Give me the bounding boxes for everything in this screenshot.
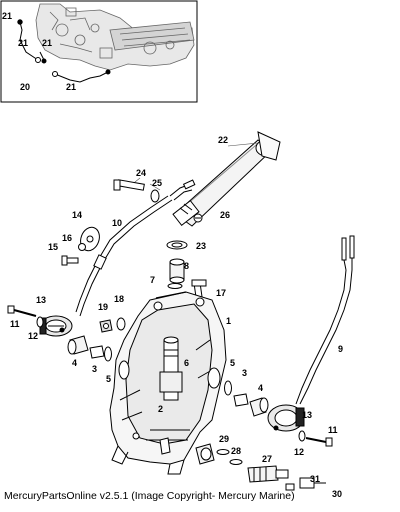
callout-6: 6 bbox=[184, 358, 189, 368]
callout-9: 9 bbox=[338, 344, 343, 354]
screw-11-right bbox=[305, 437, 333, 447]
sensor-wire-10 bbox=[75, 179, 196, 317]
fitting-31-part bbox=[285, 483, 295, 491]
callout-23: 23 bbox=[196, 241, 206, 251]
washer-5-right bbox=[224, 380, 232, 396]
callout-13: 13 bbox=[36, 295, 46, 305]
callout-2: 2 bbox=[158, 404, 163, 414]
valve-27-part bbox=[247, 465, 289, 483]
callout-11: 11 bbox=[10, 319, 20, 329]
bolt-24-part bbox=[113, 179, 145, 191]
callout-5: 5 bbox=[106, 374, 111, 384]
callout-1: 1 bbox=[226, 316, 231, 326]
callout-22: 22 bbox=[218, 135, 228, 145]
fitting-30-part bbox=[299, 477, 326, 489]
screw-11-left bbox=[7, 305, 37, 317]
washer-5-left bbox=[104, 346, 112, 362]
callout-12: 12 bbox=[294, 447, 304, 457]
oring-29-part bbox=[216, 449, 230, 455]
washer-23-part bbox=[166, 240, 188, 250]
callout-26: 26 bbox=[220, 210, 230, 220]
screw-15-part bbox=[61, 255, 79, 266]
pin-2-lower bbox=[195, 443, 215, 465]
callout-3: 3 bbox=[242, 368, 247, 378]
callout-15: 15 bbox=[48, 242, 58, 252]
callout-5: 5 bbox=[230, 358, 235, 368]
swivel-bracket-1 bbox=[109, 291, 227, 475]
inset-engine-drawing bbox=[35, 3, 195, 71]
washer-12-left bbox=[36, 316, 44, 328]
main-diagram-linework bbox=[7, 131, 355, 491]
washer-25-part bbox=[150, 189, 160, 203]
callout-12: 12 bbox=[28, 331, 38, 341]
trim-sensor-13-right bbox=[267, 404, 305, 432]
oring-28-part bbox=[229, 459, 243, 465]
trim-sensor-13-left bbox=[39, 315, 73, 337]
callout-29: 29 bbox=[219, 434, 229, 444]
callout-18: 18 bbox=[114, 294, 124, 304]
callout-7: 7 bbox=[150, 275, 155, 285]
nut-26-part bbox=[193, 213, 203, 223]
callout-31: 31 bbox=[310, 474, 320, 484]
inset-sensor-wires bbox=[17, 19, 111, 83]
callout-4: 4 bbox=[258, 383, 263, 393]
callout-24: 24 bbox=[136, 168, 146, 178]
inset-callout-20: 20 bbox=[20, 82, 30, 92]
callout-27: 27 bbox=[262, 454, 272, 464]
bushing-3-right bbox=[233, 393, 249, 407]
callout-11: 11 bbox=[328, 425, 338, 435]
pin-2-part bbox=[159, 437, 171, 455]
copyright-caption: MercuryPartsOnline v2.5.1 (Image Copyrig… bbox=[4, 490, 295, 502]
callout-16: 16 bbox=[62, 233, 72, 243]
sensor-wire-9 bbox=[295, 235, 355, 405]
oring-7-part bbox=[167, 283, 183, 289]
callout-17: 17 bbox=[216, 288, 226, 298]
callout-14: 14 bbox=[72, 210, 82, 220]
callout-8: 8 bbox=[184, 261, 189, 271]
callout-4: 4 bbox=[72, 358, 77, 368]
washer-12-right bbox=[298, 430, 306, 442]
inset-callout-21: 21 bbox=[42, 38, 52, 48]
nut-16-part bbox=[78, 243, 86, 251]
callout-28: 28 bbox=[231, 446, 241, 456]
steering-arm-part bbox=[172, 131, 281, 227]
washer-18-part bbox=[116, 317, 126, 331]
pin-4-right bbox=[249, 397, 269, 417]
bushing-8-part bbox=[169, 258, 185, 284]
callout-19: 19 bbox=[98, 302, 108, 312]
inset-callout-21: 21 bbox=[66, 82, 76, 92]
bushing-3-left bbox=[89, 345, 105, 359]
callout-3: 3 bbox=[92, 364, 97, 374]
leader-25 bbox=[149, 183, 161, 191]
pin-4-left bbox=[67, 335, 89, 355]
nut-19-part bbox=[99, 319, 113, 333]
inset-callout-labels: 21 21 21 20 21 bbox=[2, 11, 76, 92]
callout-13: 13 bbox=[302, 410, 312, 420]
callout-25: 25 bbox=[152, 178, 162, 188]
inset-callout-21: 21 bbox=[18, 38, 28, 48]
leader-22 bbox=[227, 142, 259, 147]
inset-panel bbox=[0, 0, 198, 103]
callout-30: 30 bbox=[332, 489, 342, 499]
callout-10: 10 bbox=[112, 218, 122, 228]
inset-callout-21: 21 bbox=[2, 11, 12, 21]
